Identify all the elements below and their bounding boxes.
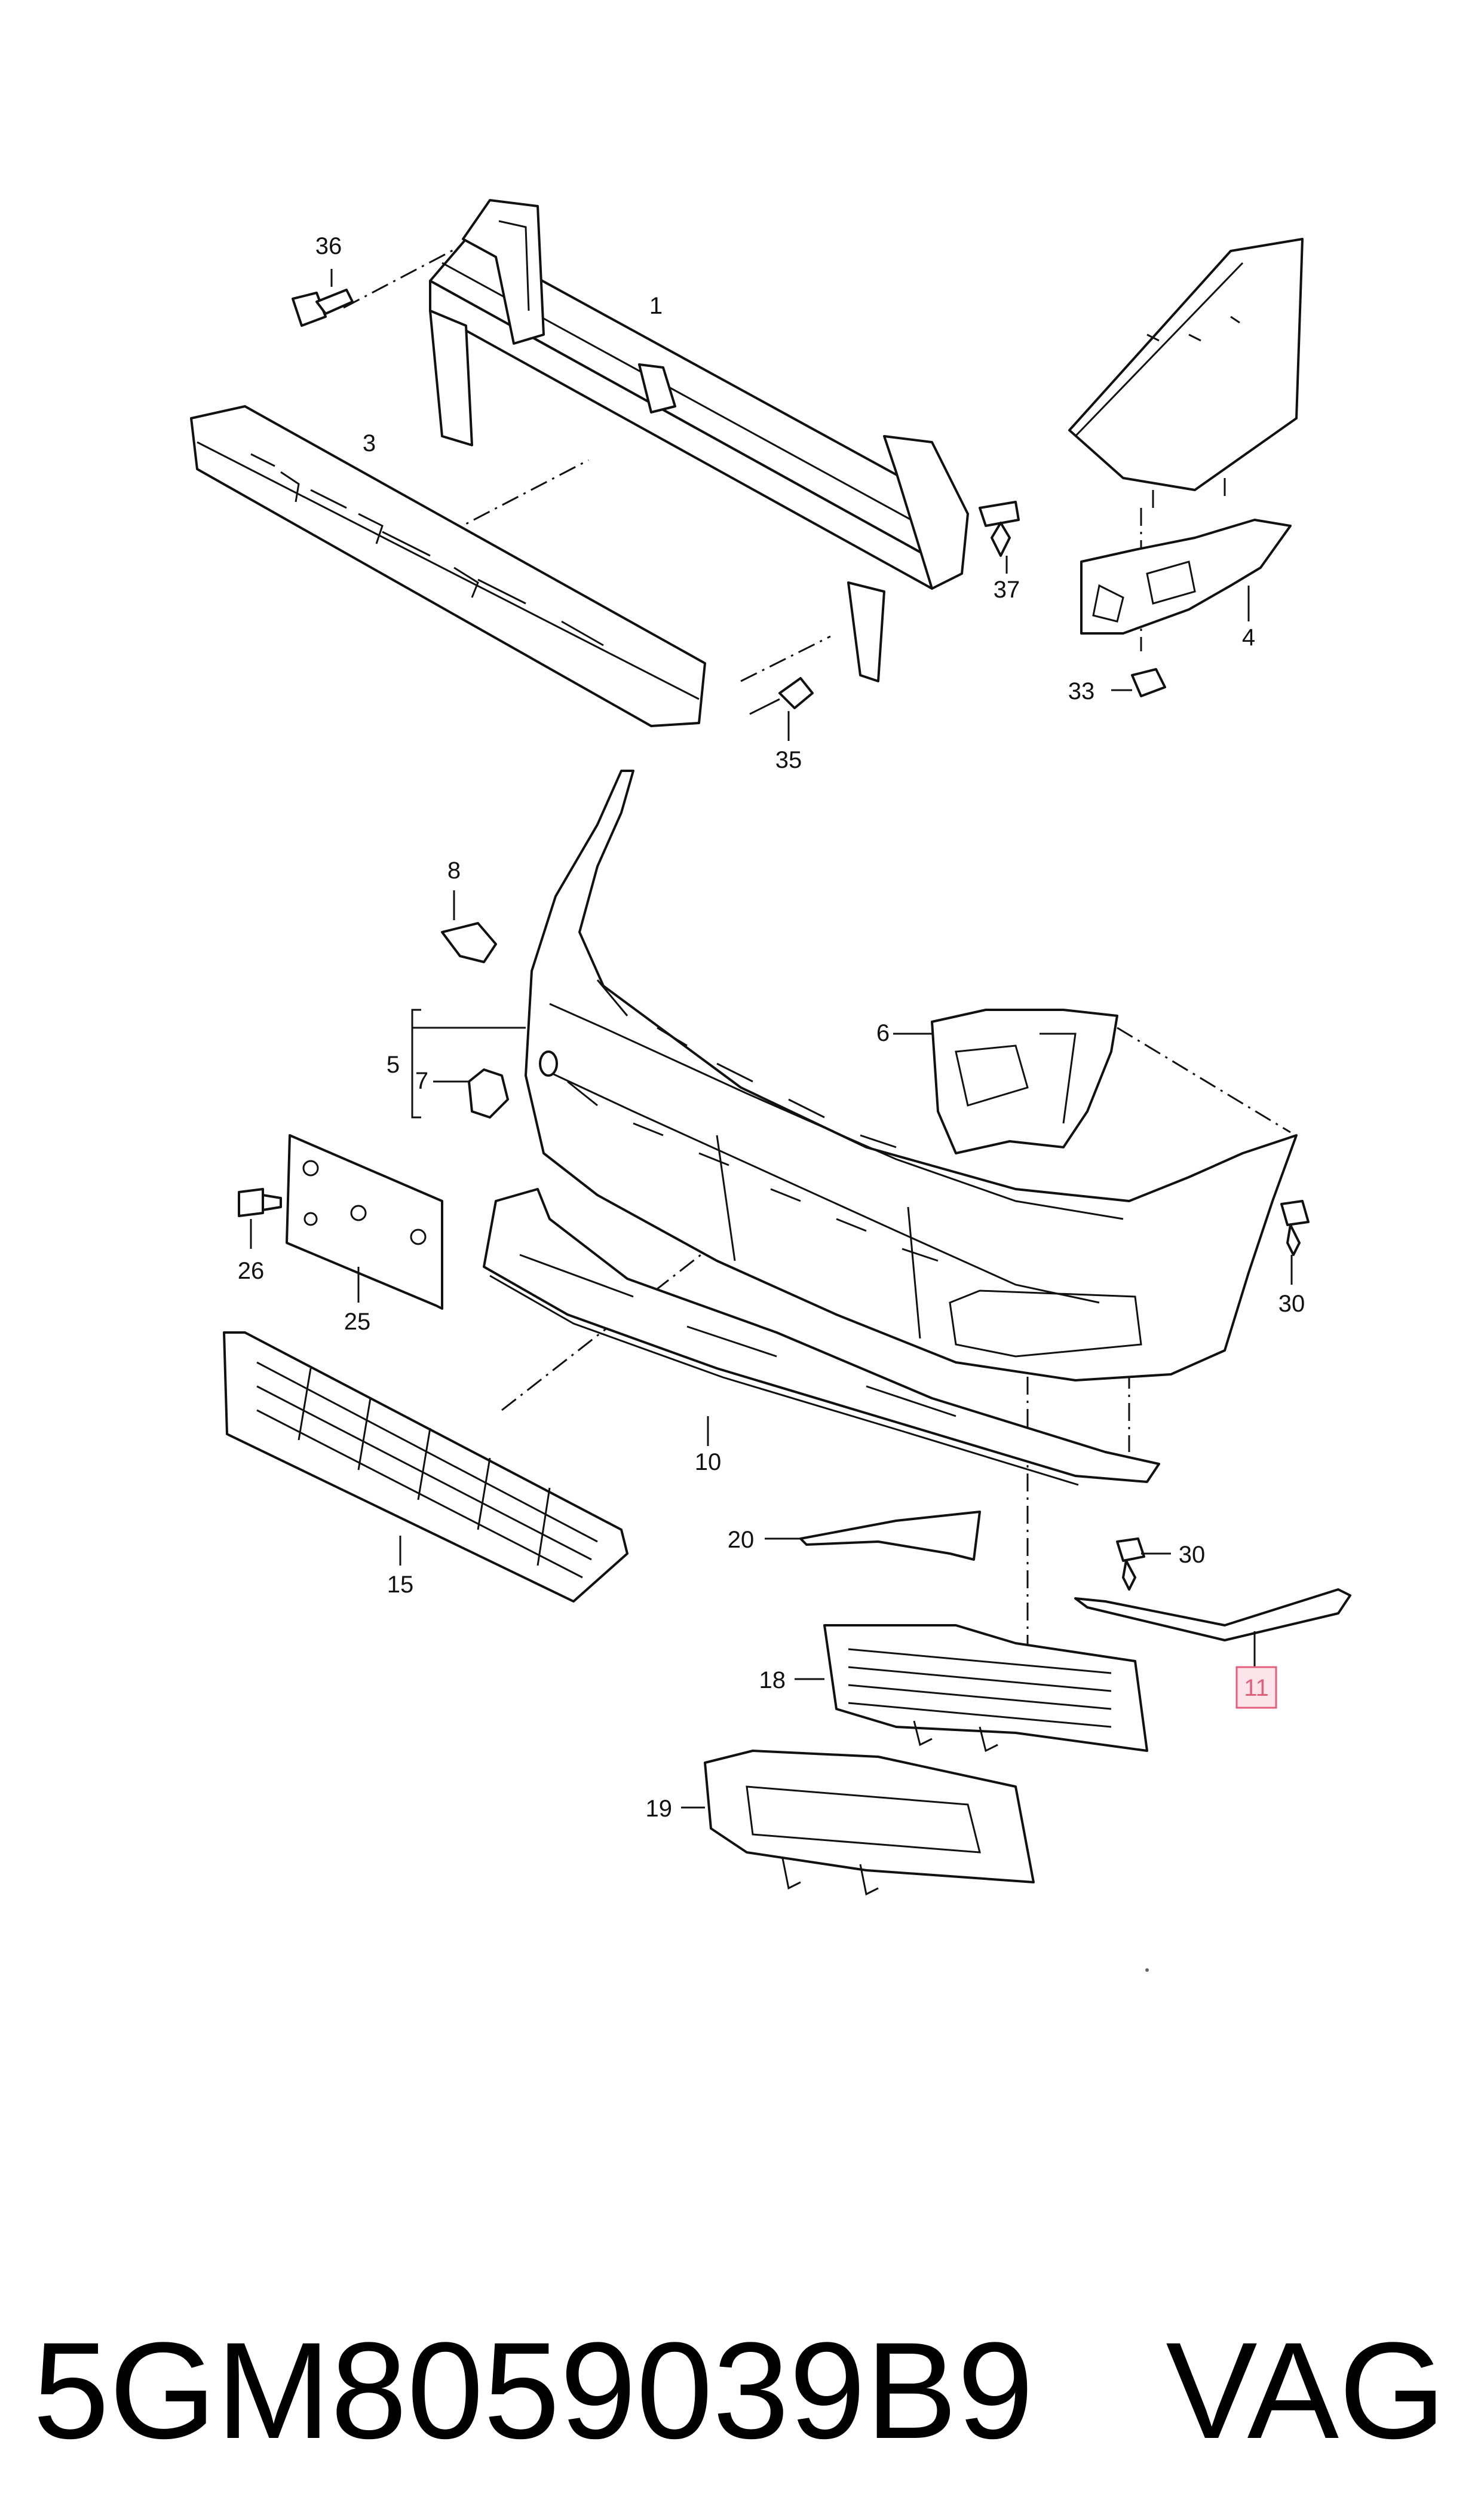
part-25-license-bracket: [286, 1134, 443, 1310]
callout-5: 5: [387, 1052, 400, 1078]
callout-33: 33: [1068, 678, 1095, 704]
callout-6: 6: [876, 1020, 890, 1046]
part-number-caption: 5GM8059039B9 VAG: [33, 2314, 1446, 2462]
part-30-screw-lower: [1116, 1537, 1171, 1591]
part-7-tow-eye-cap: [433, 1068, 509, 1119]
part-10-lower-spoiler: [483, 1188, 1160, 1486]
part-number: 5GM8059039B9: [33, 2314, 1034, 2462]
part-26-clip: [238, 1188, 282, 1249]
bumper-cover: [525, 770, 1298, 1381]
callout-30-upper: 30: [1278, 1291, 1305, 1317]
callout-5-bracket: [411, 1009, 526, 1119]
callout-1: 1: [649, 293, 663, 319]
fender-panel: [1068, 238, 1304, 508]
callout-labels: 1 3 36 37 35 4 33 8 5 7 6 26 25 30 10 15…: [238, 233, 1305, 1822]
callout-11-highlighted: 11: [1235, 1666, 1277, 1709]
callout-30-lower: 30: [1179, 1542, 1206, 1568]
part-33-nut: [1111, 668, 1166, 697]
callout-37: 37: [994, 577, 1020, 603]
part-15-center-grille: [223, 1331, 628, 1603]
part-37-screw: [979, 501, 1020, 574]
callout-26: 26: [238, 1258, 265, 1284]
callout-20: 20: [728, 1527, 755, 1553]
part-20-trim-strip: [765, 1511, 981, 1561]
part-11-trim-strip: [1074, 1588, 1351, 1667]
callout-36: 36: [315, 233, 342, 259]
part-30-screw-upper: [1280, 1200, 1310, 1285]
callout-25: 25: [344, 1309, 371, 1335]
callout-3: 3: [363, 430, 376, 457]
callout-11-box: [1235, 1666, 1277, 1709]
callout-8: 8: [447, 857, 461, 884]
part-4-side-bracket: [1080, 519, 1292, 635]
callout-15: 15: [387, 1572, 414, 1598]
part-18-fog-grille: [795, 1624, 1148, 1753]
part-19-fog-frame: [681, 1750, 1035, 1896]
callout-35: 35: [775, 747, 802, 773]
brand-label: VAG: [1166, 2314, 1446, 2462]
callout-7: 7: [415, 1068, 428, 1094]
part-6-guide-bracket: [893, 1009, 1118, 1154]
part-35-clip: [749, 677, 814, 741]
part-1-bumper-reinforcement: [429, 199, 969, 682]
callout-10: 10: [695, 1449, 722, 1475]
callout-11: 11: [1244, 1675, 1269, 1701]
part-3-energy-absorber: [190, 405, 706, 727]
callout-4: 4: [1242, 624, 1255, 651]
part-36-bolt: [292, 269, 354, 327]
callout-19: 19: [646, 1796, 673, 1822]
stray-dot: [1145, 1968, 1149, 1972]
part-8-nozzle-cover: [441, 890, 497, 963]
callout-18: 18: [759, 1667, 786, 1693]
